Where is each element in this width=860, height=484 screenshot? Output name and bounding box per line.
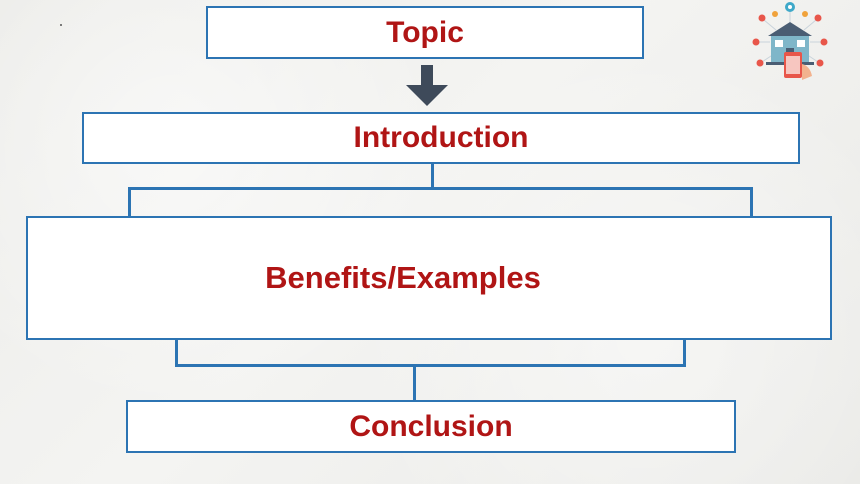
topic-box: Topic bbox=[206, 6, 644, 59]
benefits-label: Benefits/Examples bbox=[265, 260, 541, 295]
connector-line bbox=[750, 187, 753, 217]
introduction-box: Introduction bbox=[82, 112, 800, 164]
connector-line bbox=[128, 187, 131, 217]
connector-line bbox=[128, 187, 753, 190]
benefits-box: Benefits/Examples bbox=[26, 216, 832, 340]
connector-line bbox=[175, 364, 686, 367]
speck-mark bbox=[60, 24, 62, 26]
connector-line bbox=[431, 164, 434, 189]
down-arrow-icon bbox=[406, 65, 448, 106]
connector-line bbox=[175, 339, 178, 367]
connector-line bbox=[683, 339, 686, 367]
connector-line bbox=[413, 364, 416, 401]
introduction-label: Introduction bbox=[353, 121, 529, 154]
topic-label: Topic bbox=[386, 15, 464, 49]
smart-home-icon bbox=[752, 2, 828, 80]
conclusion-label: Conclusion bbox=[349, 409, 513, 443]
conclusion-box: Conclusion bbox=[126, 400, 736, 453]
